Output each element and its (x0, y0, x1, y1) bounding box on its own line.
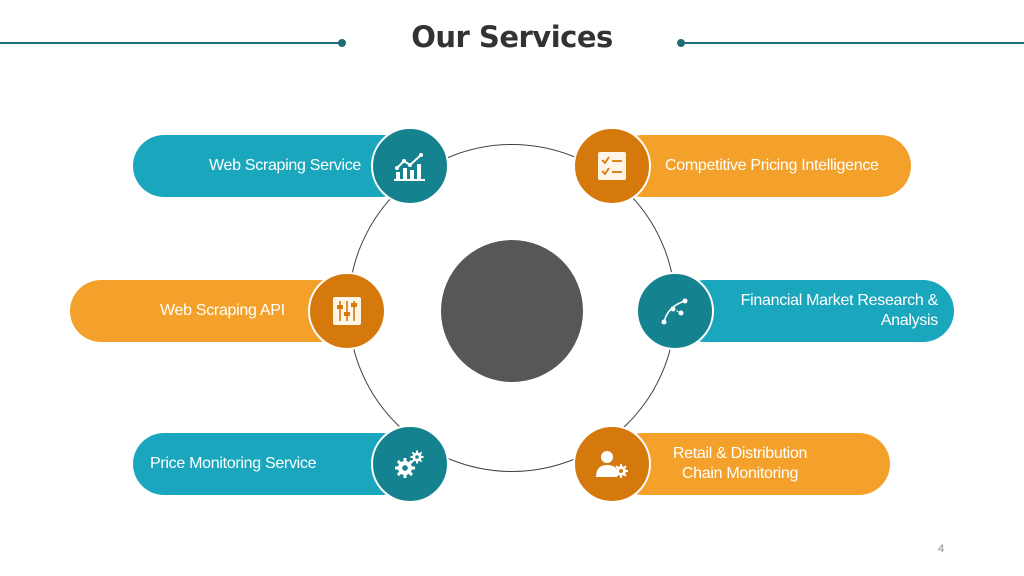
page-title: Our Services (411, 20, 613, 54)
service-pill-web-scraping-api: Web Scraping API (70, 280, 350, 342)
service-label: Financial Market Research & Analysis (740, 292, 939, 329)
service-label: Web Scraping Service (209, 157, 362, 174)
checklist-icon (573, 127, 651, 205)
service-label: Web Scraping API (160, 302, 285, 319)
service-pill-competitive-pricing-intelligence: Competitive Pricing Intelligence (612, 135, 911, 197)
center-circle (441, 240, 583, 382)
page-number: 4 (938, 543, 945, 555)
service-label: Retail & Distribution Chain Monitoring (672, 445, 808, 482)
header-rule-left (0, 42, 342, 44)
service-label: Price Monitoring Service (150, 455, 317, 472)
service-pill-financial-market-research: Financial Market Research & Analysis (674, 280, 954, 342)
header-rule-right (681, 42, 1024, 44)
service-pill-price-monitoring-service: Price Monitoring Service (133, 433, 413, 495)
user-gear-icon (573, 425, 651, 503)
header-rule-left-dot (338, 39, 346, 47)
service-label: Competitive Pricing Intelligence (665, 157, 879, 174)
service-pill-web-scraping-service: Web Scraping Service (133, 135, 413, 197)
chart-bar-icon (371, 127, 449, 205)
service-pill-retail-distribution-chain: Retail & Distribution Chain Monitoring (612, 433, 890, 495)
gears-icon (371, 425, 449, 503)
sliders-icon (308, 272, 386, 350)
curve-nodes-icon (636, 272, 714, 350)
